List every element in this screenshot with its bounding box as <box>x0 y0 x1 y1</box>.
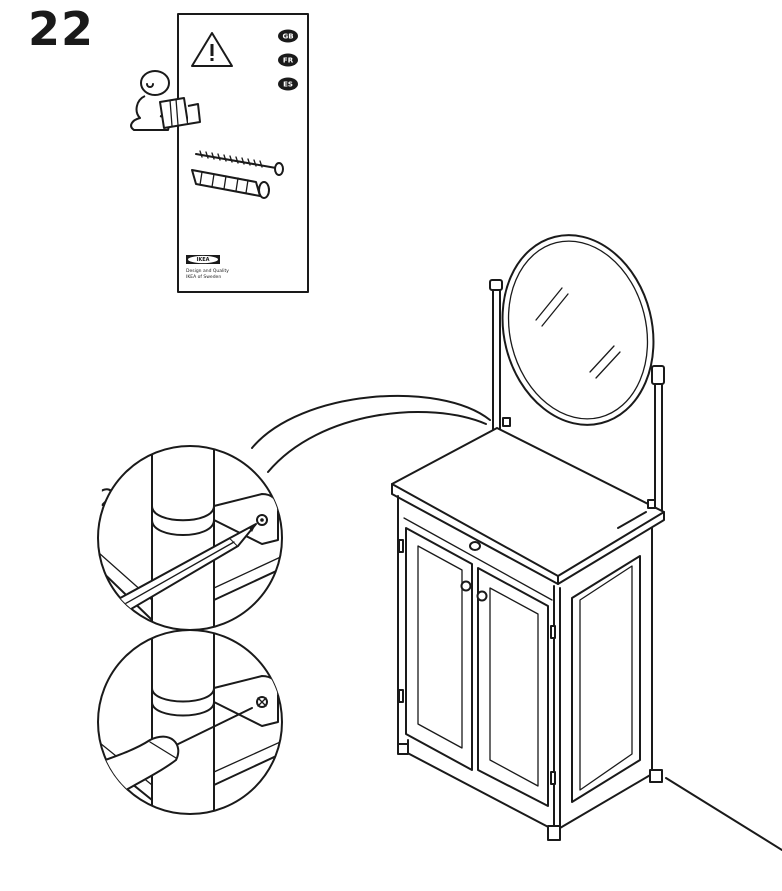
detail-circle-marking <box>97 445 283 631</box>
svg-text:GB: GB <box>282 33 293 41</box>
warning-triangle-icon <box>191 32 233 67</box>
leaflet-footer-line1: Design and Quality <box>186 268 229 274</box>
leaflet-footer-line2: IKEA of Sweden <box>186 274 221 280</box>
language-badge-gb: GB <box>278 29 298 43</box>
svg-text:ES: ES <box>283 81 293 89</box>
screw-icon <box>195 150 284 176</box>
vanity-cabinet <box>391 234 665 841</box>
svg-text:IKEA: IKEA <box>196 257 209 263</box>
reading-person-icon <box>130 70 201 131</box>
step-number: 22 <box>28 2 95 56</box>
instruction-leaflet: GB FR ES IKEA Design and Quality IKEA of… <box>177 13 309 293</box>
oval-mirror <box>501 234 655 426</box>
wall-plug-icon <box>191 169 270 199</box>
detail-circle-screwing <box>97 629 283 815</box>
ikea-logo: IKEA <box>186 255 220 264</box>
svg-text:FR: FR <box>283 57 294 65</box>
language-badge-es: ES <box>278 77 298 91</box>
floor-line <box>665 777 782 851</box>
language-badge-fr: FR <box>278 53 298 67</box>
